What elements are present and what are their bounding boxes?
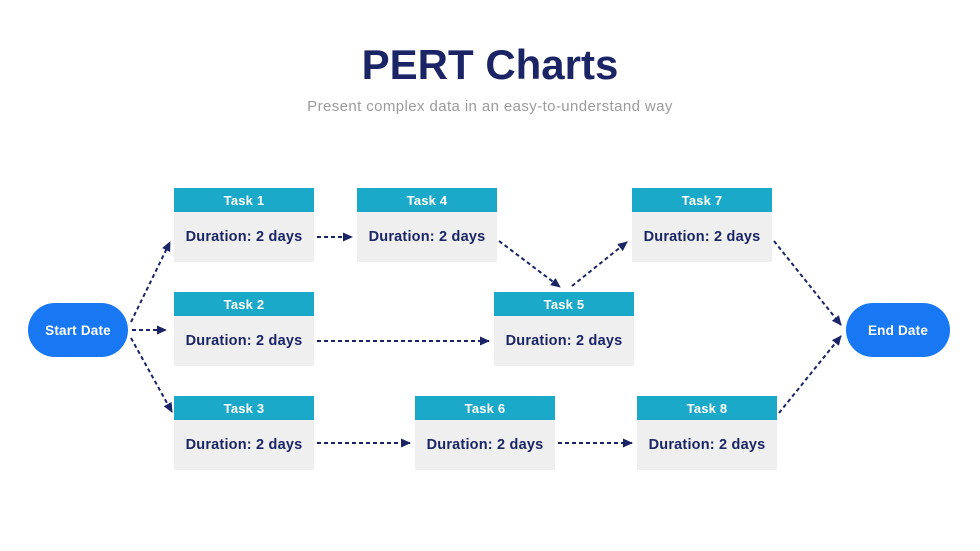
arrow-start-to-task1: [130, 241, 171, 323]
task-5-duration: Duration: 2 days: [494, 316, 634, 366]
task-node-4: Task 4 Duration: 2 days: [357, 188, 497, 262]
end-date-node: End Date: [846, 303, 950, 357]
task-2-title: Task 2: [174, 292, 314, 316]
arrow-start-to-task3: [130, 337, 173, 413]
task-node-3: Task 3 Duration: 2 days: [174, 396, 314, 470]
task-7-duration: Duration: 2 days: [632, 212, 772, 262]
task-8-title: Task 8: [637, 396, 777, 420]
task-6-duration: Duration: 2 days: [415, 420, 555, 470]
task-1-duration: Duration: 2 days: [174, 212, 314, 262]
task-5-title: Task 5: [494, 292, 634, 316]
task-node-5: Task 5 Duration: 2 days: [494, 292, 634, 366]
arrow-task4-to-task5: [498, 240, 561, 288]
task-4-title: Task 4: [357, 188, 497, 212]
task-2-duration: Duration: 2 days: [174, 316, 314, 366]
task-node-2: Task 2 Duration: 2 days: [174, 292, 314, 366]
task-4-duration: Duration: 2 days: [357, 212, 497, 262]
page-subtitle: Present complex data in an easy-to-under…: [307, 98, 673, 115]
arrow-task5-to-task7: [571, 241, 628, 287]
start-date-label: Start Date: [45, 322, 111, 338]
slide-header: PERT Charts Present complex data in an e…: [0, 0, 980, 116]
arrow-task7-to-end: [773, 240, 842, 326]
task-7-title: Task 7: [632, 188, 772, 212]
task-1-title: Task 1: [174, 188, 314, 212]
page-title: PERT Charts: [361, 41, 619, 88]
start-date-node: Start Date: [28, 303, 128, 357]
task-3-title: Task 3: [174, 396, 314, 420]
task-3-duration: Duration: 2 days: [174, 420, 314, 470]
task-node-6: Task 6 Duration: 2 days: [415, 396, 555, 470]
task-6-title: Task 6: [415, 396, 555, 420]
task-8-duration: Duration: 2 days: [637, 420, 777, 470]
task-node-1: Task 1 Duration: 2 days: [174, 188, 314, 262]
task-node-8: Task 8 Duration: 2 days: [637, 396, 777, 470]
arrow-task8-to-end: [778, 335, 842, 414]
task-node-7: Task 7 Duration: 2 days: [632, 188, 772, 262]
end-date-label: End Date: [867, 322, 929, 338]
